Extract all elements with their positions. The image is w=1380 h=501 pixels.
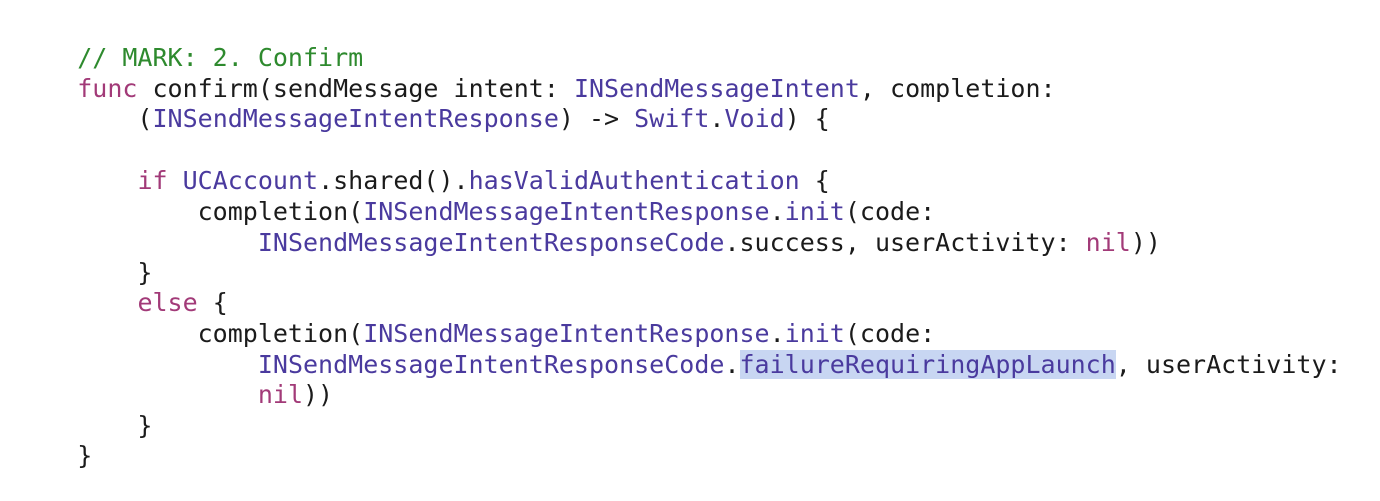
code-token: ( [77,104,153,133]
nil-token: nil [257,380,303,409]
code-token: } [77,411,153,440]
type-token: INSendMessageIntentResponseCode [257,228,725,257]
code-line-comment: // MARK: 2. Confirm [17,13,363,72]
code-line-close-else: } [17,381,152,440]
type-token: INSendMessageIntentResponse [363,319,770,348]
code-token: .shared(). [318,166,469,195]
code-editor[interactable]: // MARK: 2. Confirm func confirm(sendMes… [0,0,1380,485]
type-token: INSendMessageIntentResponseCode [257,350,725,379]
code-line-completion-failure: completion(INSendMessageIntentResponse.i… [17,289,936,348]
code-token: . [724,350,740,379]
code-line-func-signature: func confirm(sendMessage intent: INSendM… [17,44,1055,103]
code-token: ) -> [558,104,635,133]
code-token: (code: [844,197,936,226]
member-token: init [784,319,845,348]
keyword-token: func [77,74,138,103]
code-line-if: if UCAccount.shared().hasValidAuthentica… [17,136,829,195]
member-token: init [784,197,845,226]
code-token: . [769,197,785,226]
code-token: confirm(sendMessage intent: [137,74,574,103]
type-token: INSendMessageIntentResponse [363,197,770,226]
code-line-completion-success: completion(INSendMessageIntentResponse.i… [17,167,936,226]
code-line-close-if: } [17,228,152,287]
code-token: completion( [77,197,364,226]
code-token: (code: [844,319,936,348]
code-token: { [197,288,228,317]
type-token: INSendMessageIntent [573,74,860,103]
code-token: { [799,166,830,195]
code-token: completion( [77,319,364,348]
code-token: . [769,319,785,348]
code-token: )) [303,380,334,409]
nil-token: nil [1085,228,1131,257]
keyword-token: else [137,288,198,317]
keyword-token: if [137,166,168,195]
selected-text[interactable]: failureRequiringAppLaunch [739,350,1116,379]
code-line-close-func: } [17,411,92,470]
code-token: )) [1130,228,1161,257]
comment-token: // MARK: 2. Confirm [77,43,364,72]
code-token: .success, userActivity: [724,228,1086,257]
code-line-else: else { [17,258,227,317]
code-token: ) { [784,104,830,133]
code-line-failure-code: INSendMessageIntentResponseCode.failureR… [17,320,1342,379]
code-token: , completion: [859,74,1056,103]
code-token: } [77,441,93,470]
code-line-func-signature-cont: (INSendMessageIntentResponse) -> Swift.V… [17,74,829,133]
member-token: hasValidAuthentication [468,166,800,195]
type-token: Swift [634,104,710,133]
code-token: , userActivity: [1115,350,1342,379]
type-token: Void [724,104,785,133]
code-token: . [709,104,725,133]
code-line-nil: nil)) [17,350,333,409]
code-token: } [77,258,153,287]
type-token: INSendMessageIntentResponse [152,104,559,133]
type-token: UCAccount [182,166,319,195]
code-line-success-code: INSendMessageIntentResponseCode.success,… [17,198,1161,257]
